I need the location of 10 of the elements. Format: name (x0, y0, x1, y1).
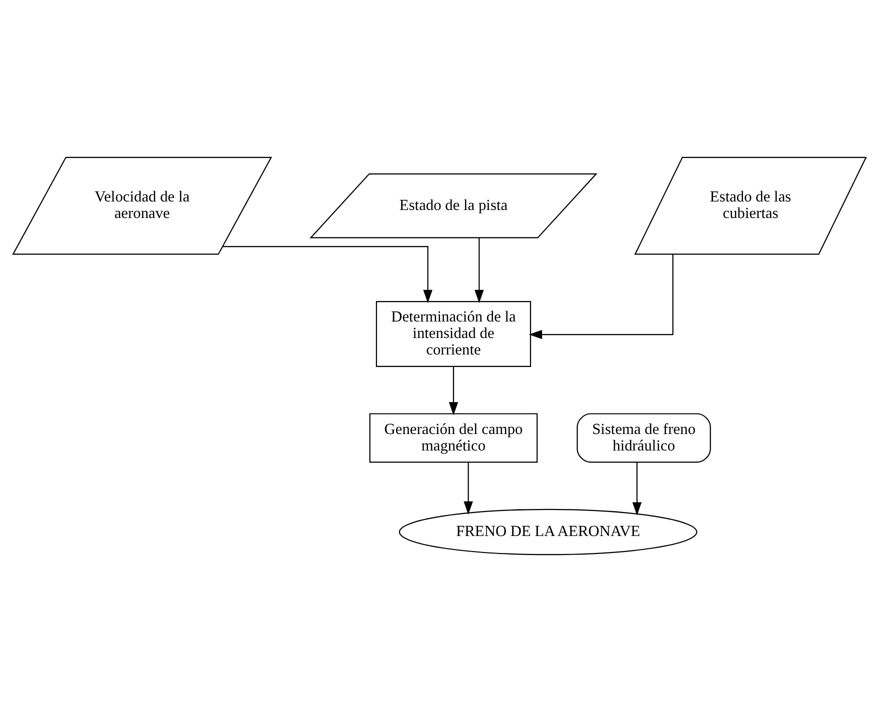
arrow (464, 462, 473, 515)
arrow (632, 462, 642, 516)
node-box: Sistema de freno hidráulico (576, 413, 711, 463)
arrow (474, 238, 484, 304)
node-ellipse: FRENO DE LA AERONAVE (398, 508, 698, 556)
arrow (528, 254, 674, 340)
arrow (222, 246, 432, 304)
node-box: Generación del campo magnético (369, 413, 538, 463)
arrow (448, 366, 458, 416)
node-box: Determinación de la intensidad de corriente (376, 300, 532, 367)
